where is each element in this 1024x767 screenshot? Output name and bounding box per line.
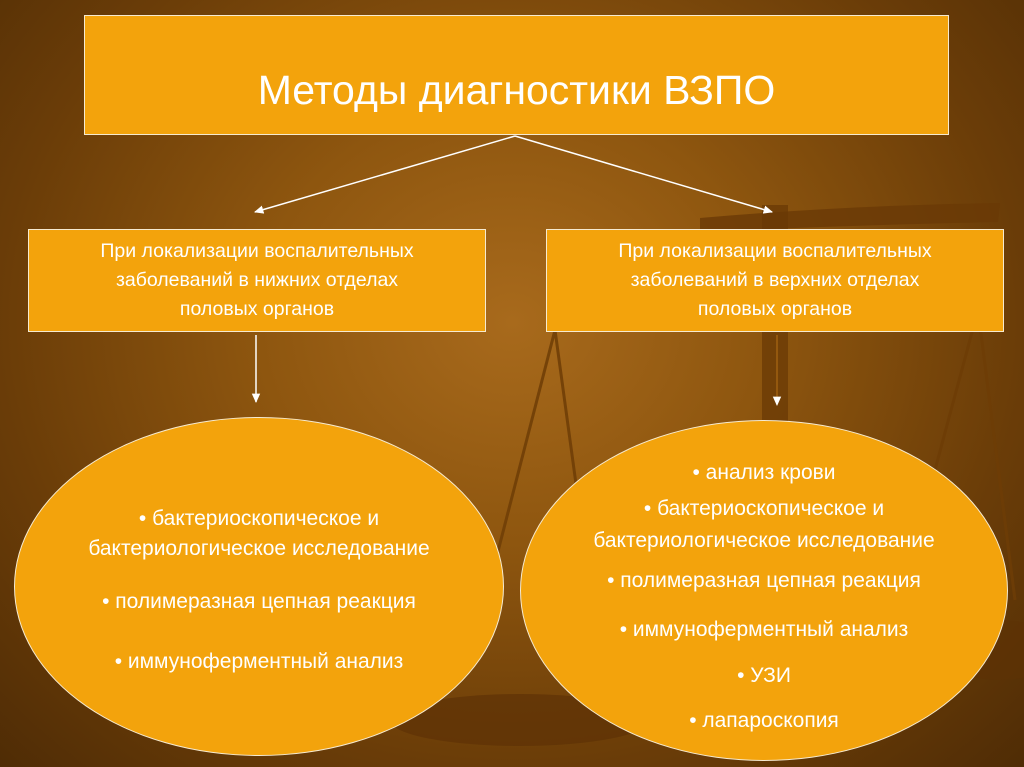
method-item: • иммуноферментный анализ — [114, 650, 404, 673]
category-line: При локализации воспалительных — [100, 240, 414, 262]
methods-lower-ellipse: • бактериоскопическое и бактериологическ… — [14, 417, 504, 756]
method-item: • УЗИ — [737, 664, 791, 687]
method-item: бактериологическое исследование — [88, 537, 430, 560]
category-line: заболеваний в верхних отделах — [630, 269, 920, 291]
method-item: • полимеразная цепная реакция — [102, 590, 416, 613]
title-box: Методы диагностики ВЗПО — [84, 15, 949, 135]
category-upper-organs: При локализации воспалительных заболеван… — [546, 229, 1004, 332]
method-item: • лапароскопия — [689, 709, 839, 732]
category-line: При локализации воспалительных — [618, 240, 932, 262]
method-item: • анализ крови — [692, 461, 836, 484]
category-lower-organs: При локализации воспалительных заболеван… — [28, 229, 486, 332]
category-line: заболеваний в нижних отделах — [115, 269, 399, 291]
method-item: • бактериоскопическое и — [643, 497, 885, 520]
method-item: бактериологическое исследование — [593, 529, 935, 552]
arrow-to-right-category — [514, 135, 774, 214]
arrow-to-left-category — [253, 135, 516, 214]
method-item: • бактериоскопическое и — [138, 507, 380, 530]
methods-upper-ellipse: • анализ крови • бактериоскопическое и б… — [520, 420, 1008, 761]
method-item: • иммуноферментный анализ — [619, 618, 909, 641]
diagram-title: Методы диагностики ВЗПО — [257, 67, 776, 113]
method-item: • полимеразная цепная реакция — [607, 569, 921, 592]
category-line: половых органов — [697, 298, 853, 320]
category-line: половых органов — [179, 298, 335, 320]
